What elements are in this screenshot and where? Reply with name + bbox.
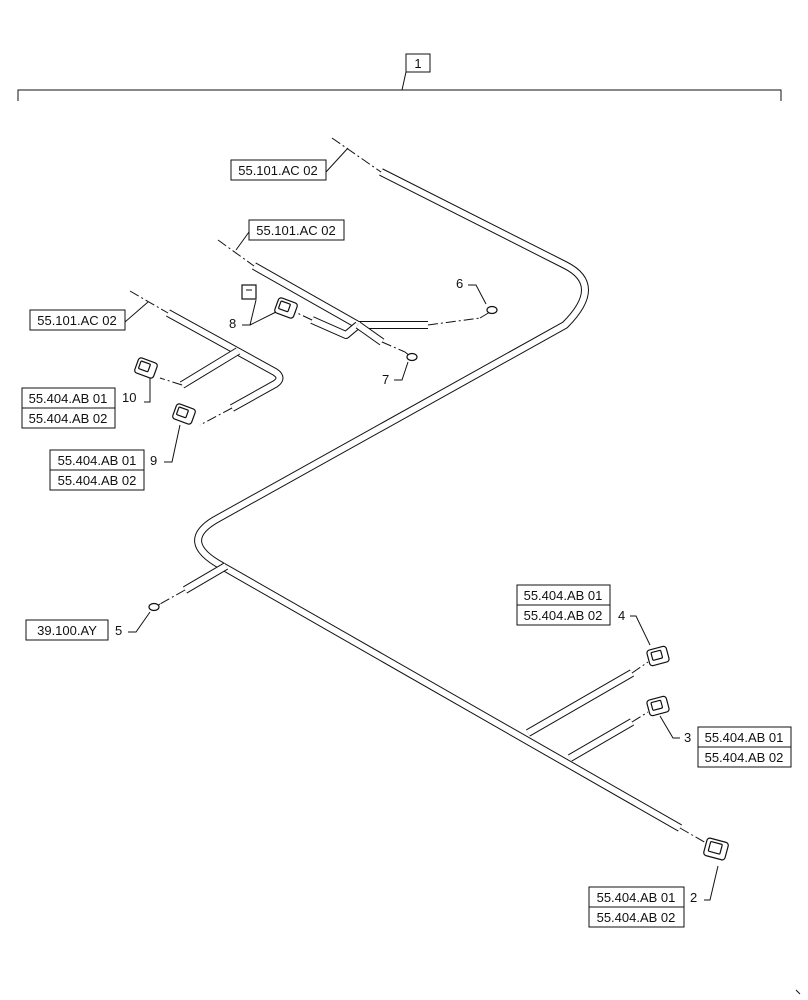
svg-text:55.404.AB 02: 55.404.AB 02	[524, 608, 603, 623]
callout-10: 10	[122, 390, 136, 405]
svg-text:55.404.AB 01: 55.404.AB 01	[58, 453, 137, 468]
ref-harness-upper: 55.101.AC 02	[230, 147, 349, 181]
connector-3	[646, 695, 670, 717]
connector-10	[134, 357, 158, 379]
ref-item-10: 55.404.AB 01 55.404.AB 02 10	[21, 378, 151, 429]
bracket-8	[241, 284, 257, 300]
svg-text:55.404.AB 02: 55.404.AB 02	[597, 910, 676, 925]
corner-mark	[795, 989, 801, 995]
item-1-label: 1	[414, 56, 421, 71]
ref-item-9: 55.404.AB 01 55.404.AB 02 9	[49, 424, 181, 491]
svg-text:55.404.AB 02: 55.404.AB 02	[29, 411, 108, 426]
ref-item-3: 55.404.AB 01 55.404.AB 02 3	[659, 715, 792, 768]
assembly-bracket: 1	[17, 53, 782, 101]
svg-text:55.404.AB 01: 55.404.AB 01	[29, 391, 108, 406]
ref-item-7: 7	[382, 361, 409, 387]
item-1-box	[405, 53, 431, 73]
ref-item-8: 8	[229, 299, 277, 331]
callout-6: 6	[456, 276, 463, 291]
svg-text:55.101.AC 02: 55.101.AC 02	[256, 223, 336, 238]
ring-terminal-6	[479, 305, 498, 319]
callout-2: 2	[690, 890, 697, 905]
ring-terminal-5	[148, 602, 161, 612]
callout-3: 3	[684, 730, 691, 745]
callout-8: 8	[229, 316, 236, 331]
connector-8	[241, 284, 298, 319]
left-harness-tube	[129, 290, 284, 426]
ref-item-4: 55.404.AB 01 55.404.AB 02 4	[516, 584, 651, 646]
callout-4: 4	[618, 608, 625, 623]
connector-4	[646, 645, 670, 667]
callout-5: 5	[115, 623, 122, 638]
svg-text:55.101.AC 02: 55.101.AC 02	[238, 163, 318, 178]
connector-9	[172, 403, 196, 425]
svg-text:55.404.AB 02: 55.404.AB 02	[705, 750, 784, 765]
svg-text:39.100.AY: 39.100.AY	[37, 623, 97, 638]
connector-2	[703, 837, 729, 861]
svg-text:55.404.AB 01: 55.404.AB 01	[597, 890, 676, 905]
svg-text:55.404.AB 01: 55.404.AB 01	[524, 588, 603, 603]
svg-text:55.101.AC 02: 55.101.AC 02	[37, 313, 117, 328]
ref-harness-middle: 55.101.AC 02	[235, 219, 345, 251]
callout-7: 7	[382, 372, 389, 387]
svg-text:55.404.AB 01: 55.404.AB 01	[705, 730, 784, 745]
ring-terminal-7	[404, 351, 418, 362]
main-harness-tube	[159, 137, 707, 844]
ref-harness-left: 55.101.AC 02	[29, 301, 149, 331]
callout-9: 9	[150, 453, 157, 468]
ref-item-5: 39.100.AY 5	[25, 611, 151, 641]
middle-harness-tube	[217, 239, 481, 353]
ref-item-2: 55.404.AB 01 55.404.AB 02 2	[588, 865, 719, 928]
svg-text:55.404.AB 02: 55.404.AB 02	[58, 473, 137, 488]
ref-item-6: 6	[456, 276, 487, 305]
